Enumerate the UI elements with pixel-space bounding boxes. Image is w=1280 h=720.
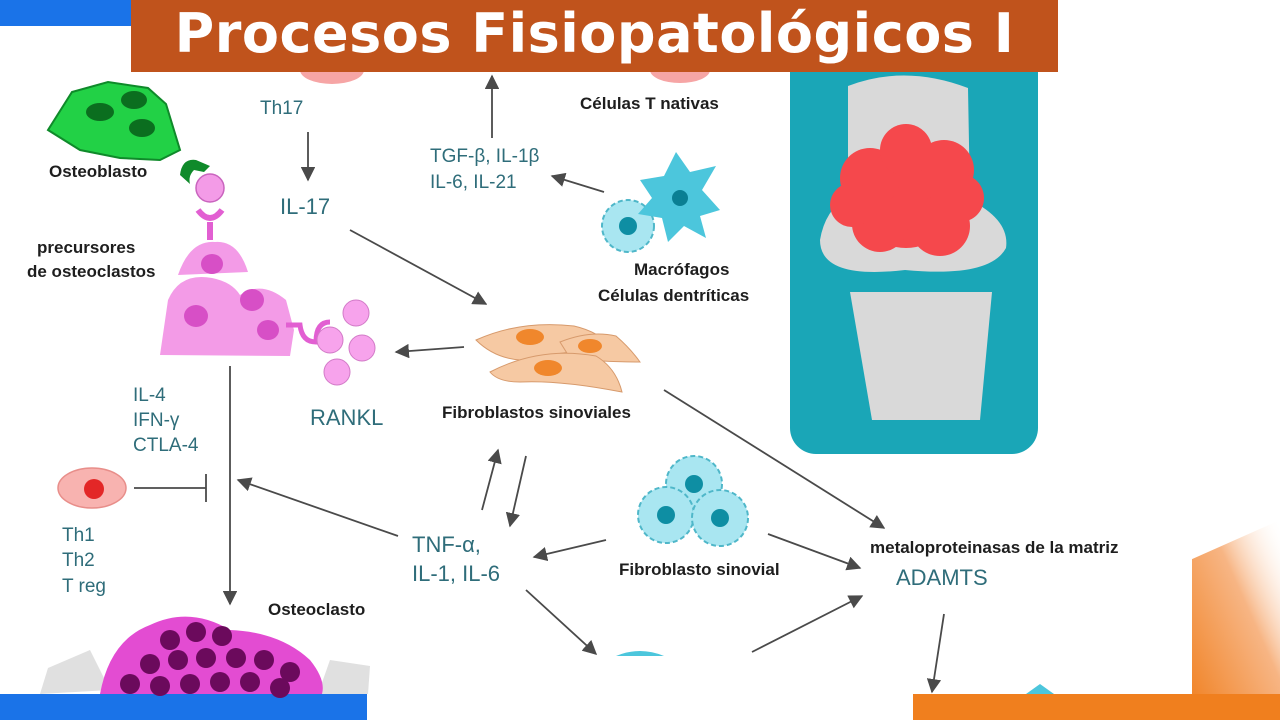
arrow-fibro-tnf <box>505 455 527 528</box>
dendritic-cell <box>638 152 720 242</box>
arrow-tnf-precursors <box>236 477 399 537</box>
arrow-tnf-fibro <box>481 448 502 511</box>
bottom-right-orange-accent <box>1190 520 1280 720</box>
label-precursors-2: de osteoclastos <box>27 262 156 281</box>
arrow-macro-cytokines <box>550 172 605 193</box>
label-inhibitor-ifn: IFN-γ <box>133 410 180 431</box>
arrow-fibro-mmp <box>663 389 886 529</box>
label-cytokines-1: TGF-β, IL-1β <box>430 146 540 167</box>
label-inhibitor-ctla4: CTLA-4 <box>133 435 199 456</box>
arrow-bottom-mmp <box>751 595 864 653</box>
bottom-left-blue-accent <box>0 694 367 720</box>
label-treg: T reg <box>62 576 106 597</box>
label-dendritic: Células dentríticas <box>598 286 749 305</box>
osteoclast-cell <box>40 616 370 698</box>
t-cell <box>57 467 127 509</box>
label-inhibitor-il4: IL-4 <box>133 385 166 406</box>
label-th1: Th1 <box>62 525 95 546</box>
label-rankl: RANKL <box>310 405 383 430</box>
label-osteoclast: Osteoclasto <box>268 600 365 619</box>
label-il17: IL-17 <box>280 194 330 219</box>
arrow-adamts-down <box>926 613 945 694</box>
label-th2: Th2 <box>62 550 95 571</box>
label-tnf-2: IL-1, IL-6 <box>412 561 500 586</box>
bottom-right-orange-bar <box>913 694 1280 720</box>
label-osteoblast: Osteoblasto <box>49 162 147 181</box>
top-left-blue-accent <box>0 0 132 26</box>
fibroblast-cell <box>475 324 641 393</box>
label-synovial-fibroblasts: Fibroblastos sinoviales <box>442 403 631 422</box>
arrow-synovial-tnf <box>532 539 607 562</box>
joint-illustration <box>790 30 1038 454</box>
label-synovial-fibroblast: Fibroblasto sinovial <box>619 560 780 579</box>
arrow-il17-fibro <box>349 229 488 305</box>
label-mmp: metaloproteinasas de la matriz <box>870 538 1118 557</box>
label-macrophages: Macrófagos <box>634 260 729 279</box>
osteoclast-precursor-cell <box>160 173 331 356</box>
rankl-molecules <box>316 299 376 386</box>
bottom-partial-cell <box>616 651 664 656</box>
label-tnf-1: TNF-α, <box>412 532 481 557</box>
arrow-fibro-rankl <box>394 343 465 359</box>
arrow-tnf-bottom <box>525 589 598 655</box>
label-cytokines-2: IL-6, IL-21 <box>430 172 517 193</box>
osteoblast-cell <box>46 80 210 184</box>
slide-title: Procesos Fisiopatológicos I <box>174 2 1015 65</box>
label-naive-t: Células T nativas <box>580 94 719 113</box>
bottom-right-partial-cell <box>1026 684 1054 694</box>
title-banner <box>131 0 1058 72</box>
label-adamts: ADAMTS <box>896 565 988 590</box>
label-precursors-1: precursores <box>37 238 135 257</box>
arrow-synovial-mmp <box>767 533 862 571</box>
label-th17: Th17 <box>260 98 303 119</box>
